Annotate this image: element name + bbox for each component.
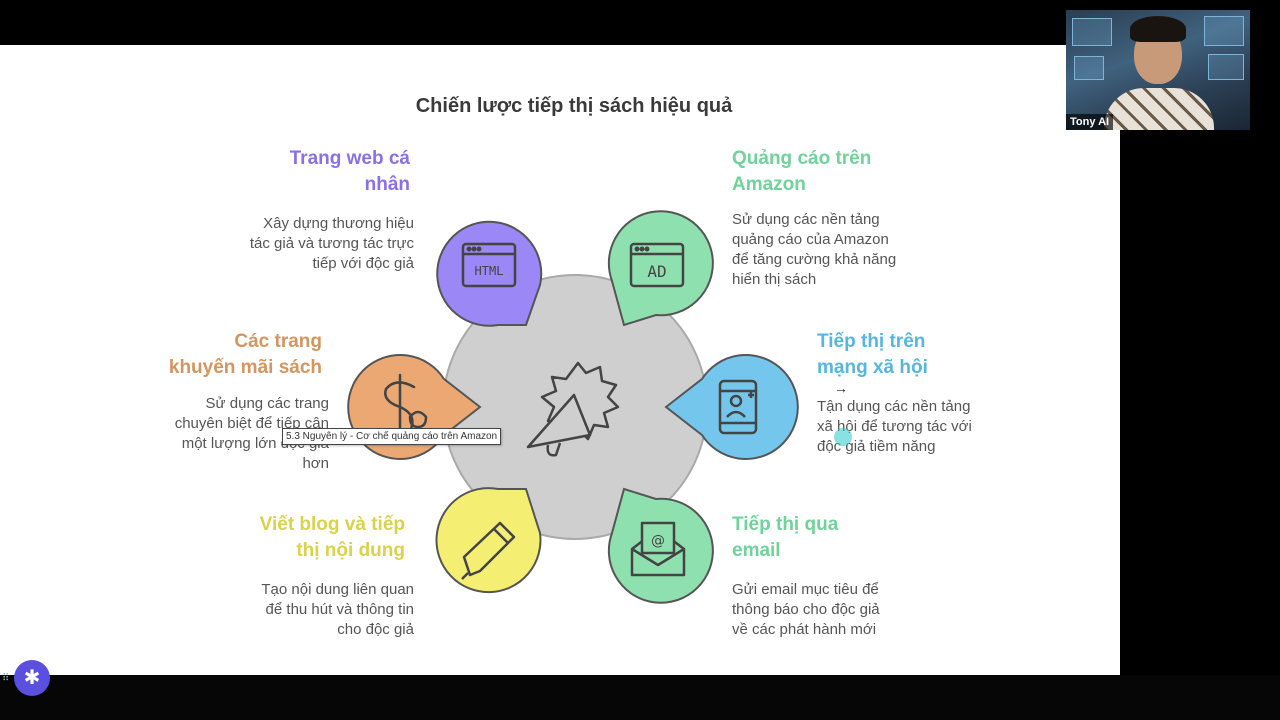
person-hair — [1130, 16, 1186, 42]
webcam-video[interactable]: Tony AI — [1066, 10, 1250, 130]
email-icon: @ — [630, 521, 686, 577]
ad-icon: AD — [629, 242, 685, 288]
mobile-user-icon — [718, 379, 758, 435]
cursor-highlight — [834, 428, 852, 446]
desc-email: Gửi email mục tiêu để thông báo cho độc … — [732, 581, 880, 638]
gear-icon[interactable]: ✱ — [14, 660, 50, 696]
background-screen — [1204, 16, 1244, 46]
heading-email: Tiếp thị qua email — [732, 514, 839, 561]
slide: HTML AD — [0, 45, 1120, 675]
heading-blog: Viết blog và tiếp thị nội dung — [259, 514, 405, 561]
desc-amazon: Sử dụng các nền tảng quảng cáo của Amazo… — [732, 211, 897, 288]
background-screen — [1072, 18, 1112, 46]
megaphone-icon — [526, 361, 620, 457]
background-screen — [1208, 54, 1244, 80]
background-screen — [1074, 56, 1104, 80]
heading-social: Tiếp thị trên mạng xã hội — [817, 331, 928, 378]
right-strip — [1120, 130, 1280, 720]
person-body — [1104, 88, 1214, 130]
tooltip: 5.3 Nguyên lý - Cơ chế quảng cáo trên Am… — [282, 428, 502, 445]
strategy-diagram: HTML AD — [347, 210, 799, 604]
grid-icon[interactable]: ⠿ — [2, 673, 10, 684]
pin-amazon — [607, 210, 714, 327]
pin-blog — [435, 487, 542, 594]
cursor-arrow-icon: → — [834, 380, 848, 396]
svg-text:HTML: HTML — [475, 264, 504, 278]
desc-social: Tận dụng các nền tảng xã hội để tương tá… — [817, 398, 972, 455]
pen-icon — [461, 521, 516, 580]
desc-website: Xây dựng thương hiệu tác giả và tương tá… — [249, 215, 414, 272]
heading-amazon: Quảng cáo trên Amazon — [732, 148, 872, 195]
bottom-bar — [0, 675, 1280, 720]
heading-website: Trang web cá nhân — [289, 148, 410, 195]
html-icon: HTML — [461, 242, 517, 288]
svg-text:@: @ — [651, 533, 665, 549]
svg-text:AD: AD — [647, 262, 666, 281]
desc-blog: Tạo nội dung liên quan để thu hút và thô… — [261, 581, 414, 638]
slide-title: Chiến lược tiếp thị sách hiệu quả — [415, 95, 733, 117]
pin-social — [664, 354, 799, 460]
participant-name: Tony AI — [1066, 114, 1114, 130]
heading-promo: Các trang khuyến mãi sách — [168, 331, 322, 378]
